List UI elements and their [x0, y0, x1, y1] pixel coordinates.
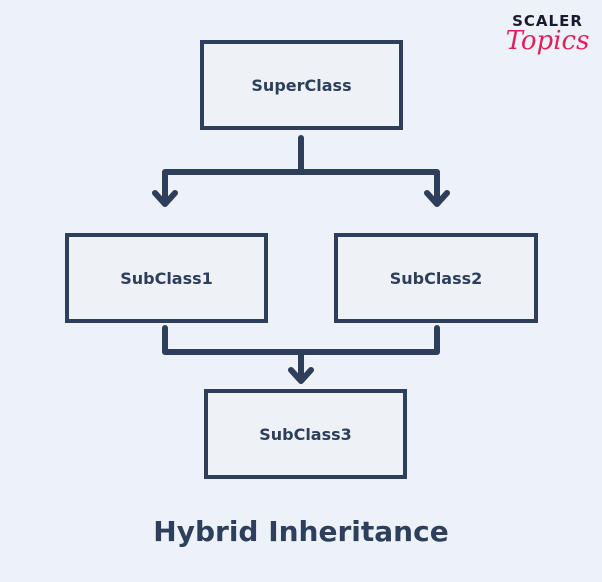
node-subclass3: SubClass3: [204, 389, 407, 479]
diagram-title: Hybrid Inheritance: [153, 515, 449, 548]
node-label: SubClass1: [120, 268, 213, 288]
node-subclass1: SubClass1: [65, 233, 268, 323]
arrow-head-subclass1: [152, 190, 178, 207]
arrow-head-subclass2: [424, 190, 450, 207]
node-superclass: SuperClass: [200, 40, 403, 130]
node-label: SubClass2: [389, 268, 483, 288]
connector-super-to-subs: [162, 135, 440, 206]
connector-subs-to-subclass3: [162, 325, 440, 383]
arrow-head-subclass3: [288, 367, 314, 384]
logo-line1: SCALER: [512, 12, 583, 30]
scaler-topics-logo: SCALER Topics: [505, 12, 590, 56]
logo-line2: Topics: [505, 26, 590, 56]
node-label: SuperClass: [251, 75, 352, 95]
node-subclass2: SubClass2: [334, 233, 538, 323]
node-label: SubClass3: [259, 424, 352, 444]
